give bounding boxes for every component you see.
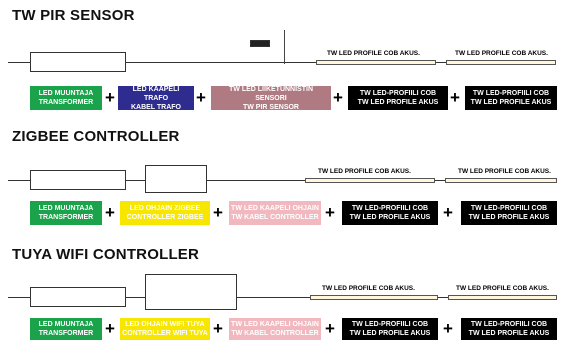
badge-led-profile: TW LED-PROFIILI COB TW LED PROFILE AKUS — [342, 318, 438, 340]
wifi-controller-device — [145, 274, 237, 310]
plus-sign: + — [213, 203, 223, 222]
badge-cable-trafo: LED KAAPELI TRAFO KABEL TRAFO — [118, 85, 194, 111]
badge-line: LED MUUNTAJA — [38, 205, 94, 212]
plus-sign: + — [325, 319, 335, 338]
badge-led-profile: TW LED-PROFIILI COB TW LED PROFILE AKUS — [342, 201, 438, 225]
badge-line: TW LED PROFILE AKUS — [468, 214, 550, 221]
transformer-device — [30, 170, 126, 190]
plus-sign: + — [325, 203, 335, 222]
badge-line: TW LED PROFILE AKUS — [470, 99, 552, 106]
badge-line: TW LED LIIKETUNNISTIN SENSORI — [229, 85, 313, 102]
led-strip — [445, 178, 557, 183]
plus-sign: + — [450, 88, 460, 107]
plus-sign: + — [196, 88, 206, 107]
cable-line — [8, 62, 553, 63]
section-title-pir: TW PIR SENSOR — [12, 7, 135, 24]
badge-cable-controller: TW LED KAAPELI OHJAIN TW KABEL CONTROLLE… — [229, 318, 321, 340]
badge-line: TW LED-PROFIILI COB — [351, 321, 429, 328]
badge-line: CONTROLLER WIFI TUYA — [122, 330, 208, 337]
section-title-zigbee: ZIGBEE CONTROLLER — [12, 128, 180, 145]
badge-transformer: LED MUUNTAJA TRANSFORMER — [30, 201, 102, 225]
badge-line: TW LED KAAPELI OHJAIN — [231, 205, 319, 212]
pir-sensor-device — [250, 40, 270, 47]
led-strip — [448, 295, 557, 300]
badge-line: TW LED PROFILE AKUS — [468, 330, 550, 337]
badge-wifi-controller: LED OHJAIN WIFI TUYA CONTROLLER WIFI TUY… — [120, 318, 210, 340]
led-strip — [310, 295, 438, 300]
badge-line: TW LED KAAPELI OHJAIN — [231, 321, 319, 328]
badge-line: LED KAAPELI TRAFO — [132, 85, 180, 102]
led-strip — [446, 60, 556, 65]
badge-transformer: LED MUUNTAJA TRANSFORMER — [30, 318, 102, 340]
badge-line: TW KABEL CONTROLLER — [231, 214, 319, 221]
badge-line: TW LED-PROFIILI COB — [470, 321, 548, 328]
badge-line: TW LED PROFILE AKUS — [349, 330, 431, 337]
badge-line: CONTROLLER ZIGBEE — [126, 214, 204, 221]
zigbee-controller-device — [145, 165, 207, 193]
badge-line: TRANSFORMER — [38, 330, 94, 337]
badge-line: TW LED-PROFIILI COB — [351, 205, 429, 212]
badge-line: TW LED-PROFIILI COB — [359, 90, 437, 97]
badge-line: LED MUUNTAJA — [38, 90, 94, 97]
led-strip — [305, 178, 435, 183]
strip-label: TW LED PROFILE COB AKUS. — [455, 50, 548, 57]
plus-sign: + — [105, 319, 115, 338]
badge-line: TW LED PROFILE AKUS — [357, 99, 439, 106]
badge-line: TW PIR SENSOR — [242, 103, 299, 111]
badge-line: KABEL TRAFO — [130, 103, 182, 111]
transformer-device — [30, 287, 126, 307]
plus-sign: + — [105, 203, 115, 222]
badge-cable-controller: TW LED KAAPELI OHJAIN TW KABEL CONTROLLE… — [229, 201, 321, 225]
badge-pir-sensor: TW LED LIIKETUNNISTIN SENSORI TW PIR SEN… — [211, 85, 331, 111]
strip-label: TW LED PROFILE COB AKUS. — [456, 285, 549, 292]
section-title-tuya: TUYA WIFI CONTROLLER — [12, 246, 200, 263]
badge-line: LED OHJAIN ZIGBEE — [129, 205, 201, 212]
strip-label: TW LED PROFILE COB AKUS. — [318, 168, 411, 175]
badge-line: TW KABEL CONTROLLER — [231, 330, 319, 337]
plus-sign: + — [443, 319, 453, 338]
badge-line: LED OHJAIN WIFI TUYA — [125, 321, 205, 328]
transformer-device — [30, 52, 126, 72]
led-strip — [316, 60, 436, 65]
plus-sign: + — [213, 319, 223, 338]
badge-line: TW LED PROFILE AKUS — [349, 214, 431, 221]
badge-led-profile: TW LED-PROFIILI COB TW LED PROFILE AKUS — [465, 86, 557, 110]
plus-sign: + — [333, 88, 343, 107]
badge-line: TW LED-PROFIILI COB — [472, 90, 550, 97]
badge-zigbee-controller: LED OHJAIN ZIGBEE CONTROLLER ZIGBEE — [120, 201, 210, 225]
strip-label: TW LED PROFILE COB AKUS. — [322, 285, 415, 292]
badge-line: TW LED-PROFIILI COB — [470, 205, 548, 212]
badge-led-profile: TW LED-PROFIILI COB TW LED PROFILE AKUS — [348, 86, 448, 110]
mount-wall — [284, 30, 285, 64]
plus-sign: + — [443, 203, 453, 222]
badge-line: LED MUUNTAJA — [38, 321, 94, 328]
strip-label: TW LED PROFILE COB AKUS. — [458, 168, 551, 175]
cable-line — [8, 297, 553, 298]
cable-line — [8, 180, 553, 181]
strip-label: TW LED PROFILE COB AKUS. — [327, 50, 420, 57]
plus-sign: + — [105, 88, 115, 107]
badge-line: TRANSFORMER — [38, 99, 94, 106]
badge-line: TRANSFORMER — [38, 214, 94, 221]
badge-led-profile: TW LED-PROFIILI COB TW LED PROFILE AKUS — [461, 201, 557, 225]
badge-led-profile: TW LED-PROFIILI COB TW LED PROFILE AKUS — [461, 318, 557, 340]
badge-transformer: LED MUUNTAJA TRANSFORMER — [30, 86, 102, 110]
